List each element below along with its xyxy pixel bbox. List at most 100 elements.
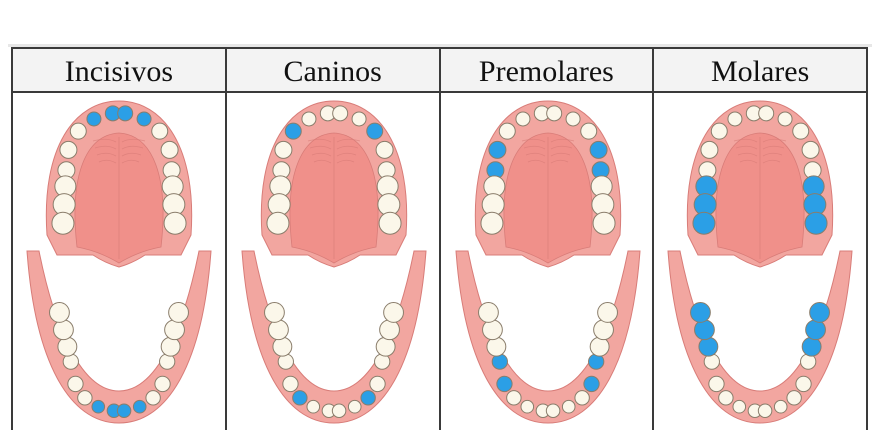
lower-incisor-tooth — [759, 404, 773, 418]
header-molares: Molares — [654, 49, 866, 91]
upper-premolar-tooth — [590, 141, 607, 158]
lower-molar-tooth — [54, 320, 74, 340]
lower-molar-tooth — [482, 320, 502, 340]
lower-incisor-tooth — [775, 400, 788, 413]
lower-molar-tooth — [383, 303, 403, 323]
lower-incisor-tooth — [117, 404, 131, 418]
upper-canine-tooth — [793, 123, 809, 139]
lower-gum — [668, 251, 852, 423]
lower-molar-tooth — [169, 303, 189, 323]
lower-incisor-tooth — [546, 404, 560, 418]
lower-canine-tooth — [787, 391, 801, 405]
lower-premolar-tooth — [155, 376, 170, 391]
lower-incisor-tooth — [133, 400, 146, 413]
lower-molar-tooth — [50, 303, 70, 323]
upper-premolar-tooth — [161, 141, 178, 158]
upper-incisor-tooth — [515, 112, 529, 126]
header-premolares: Premolares — [441, 49, 655, 91]
upper-incisor-tooth — [137, 112, 151, 126]
header-caninos: Caninos — [227, 49, 441, 91]
lower-molar-tooth — [264, 303, 284, 323]
lower-canine-tooth — [719, 391, 733, 405]
upper-incisor-tooth — [118, 106, 133, 121]
lower-molar-tooth — [379, 320, 399, 340]
lower-canine-tooth — [78, 391, 92, 405]
lower-gum — [27, 251, 211, 423]
lower-incisor-tooth — [733, 400, 746, 413]
header-incisivos: Incisivos — [13, 49, 227, 91]
lower-molar-tooth — [810, 303, 830, 323]
upper-canine-tooth — [712, 123, 728, 139]
upper-canine-tooth — [580, 123, 596, 139]
upper-canine-tooth — [499, 123, 515, 139]
lower-molar-tooth — [802, 337, 821, 356]
cell-caninos — [227, 93, 441, 430]
lower-incisor-tooth — [520, 400, 533, 413]
lower-incisor-tooth — [92, 400, 105, 413]
lower-molar-tooth — [58, 337, 77, 356]
upper-molar-tooth — [267, 212, 289, 234]
upper-premolar-tooth — [275, 141, 292, 158]
lower-molar-tooth — [806, 320, 826, 340]
upper-premolar-tooth — [60, 141, 77, 158]
lower-incisor-tooth — [348, 400, 361, 413]
lower-molar-tooth — [590, 337, 609, 356]
upper-canine-tooth — [152, 123, 168, 139]
upper-premolar-tooth — [488, 141, 505, 158]
lower-canine-tooth — [574, 391, 588, 405]
lower-molar-tooth — [695, 320, 715, 340]
lower-gum — [456, 251, 640, 423]
lower-premolar-tooth — [496, 376, 511, 391]
upper-molar-tooth — [593, 212, 615, 234]
upper-molar-tooth — [379, 212, 401, 234]
table-body-row — [13, 93, 866, 430]
lower-incisor-tooth — [332, 404, 346, 418]
lower-premolar-tooth — [796, 376, 811, 391]
lower-molar-tooth — [273, 337, 292, 356]
lower-premolar-tooth — [583, 376, 598, 391]
cell-incisivos — [13, 93, 227, 430]
upper-canine-tooth — [70, 123, 86, 139]
upper-incisor-tooth — [546, 106, 561, 121]
upper-canine-tooth — [366, 123, 382, 139]
upper-molar-tooth — [693, 212, 715, 234]
dental-arches-premolares — [441, 93, 655, 430]
dental-arches-incisivos — [13, 93, 225, 430]
cell-molares — [654, 93, 866, 430]
lower-canine-tooth — [292, 391, 306, 405]
upper-premolar-tooth — [802, 141, 819, 158]
upper-incisor-tooth — [332, 106, 347, 121]
cell-premolares — [441, 93, 655, 430]
upper-incisor-tooth — [352, 112, 366, 126]
upper-molar-tooth — [164, 212, 186, 234]
lower-premolar-tooth — [709, 376, 724, 391]
lower-molar-tooth — [478, 303, 498, 323]
upper-incisor-tooth — [566, 112, 580, 126]
lower-molar-tooth — [165, 320, 185, 340]
dental-arches-caninos — [227, 93, 441, 430]
lower-molar-tooth — [597, 303, 617, 323]
lower-incisor-tooth — [562, 400, 575, 413]
upper-incisor-tooth — [759, 106, 774, 121]
upper-incisor-tooth — [728, 112, 742, 126]
upper-incisor-tooth — [302, 112, 316, 126]
lower-molar-tooth — [593, 320, 613, 340]
upper-molar-tooth — [480, 212, 502, 234]
lower-canine-tooth — [146, 391, 160, 405]
lower-incisor-tooth — [307, 400, 320, 413]
upper-canine-tooth — [285, 123, 301, 139]
lower-molar-tooth — [699, 337, 718, 356]
upper-premolar-tooth — [701, 141, 718, 158]
lower-molar-tooth — [376, 337, 395, 356]
lower-premolar-tooth — [283, 376, 298, 391]
lower-molar-tooth — [691, 303, 711, 323]
lower-canine-tooth — [506, 391, 520, 405]
lower-molar-tooth — [268, 320, 288, 340]
lower-gum — [242, 251, 426, 423]
lower-premolar-tooth — [370, 376, 385, 391]
upper-molar-tooth — [805, 212, 827, 234]
table-header-row: Incisivos Caninos Premolares Molares — [13, 49, 866, 93]
upper-incisor-tooth — [87, 112, 101, 126]
lower-premolar-tooth — [68, 376, 83, 391]
lower-canine-tooth — [361, 391, 375, 405]
